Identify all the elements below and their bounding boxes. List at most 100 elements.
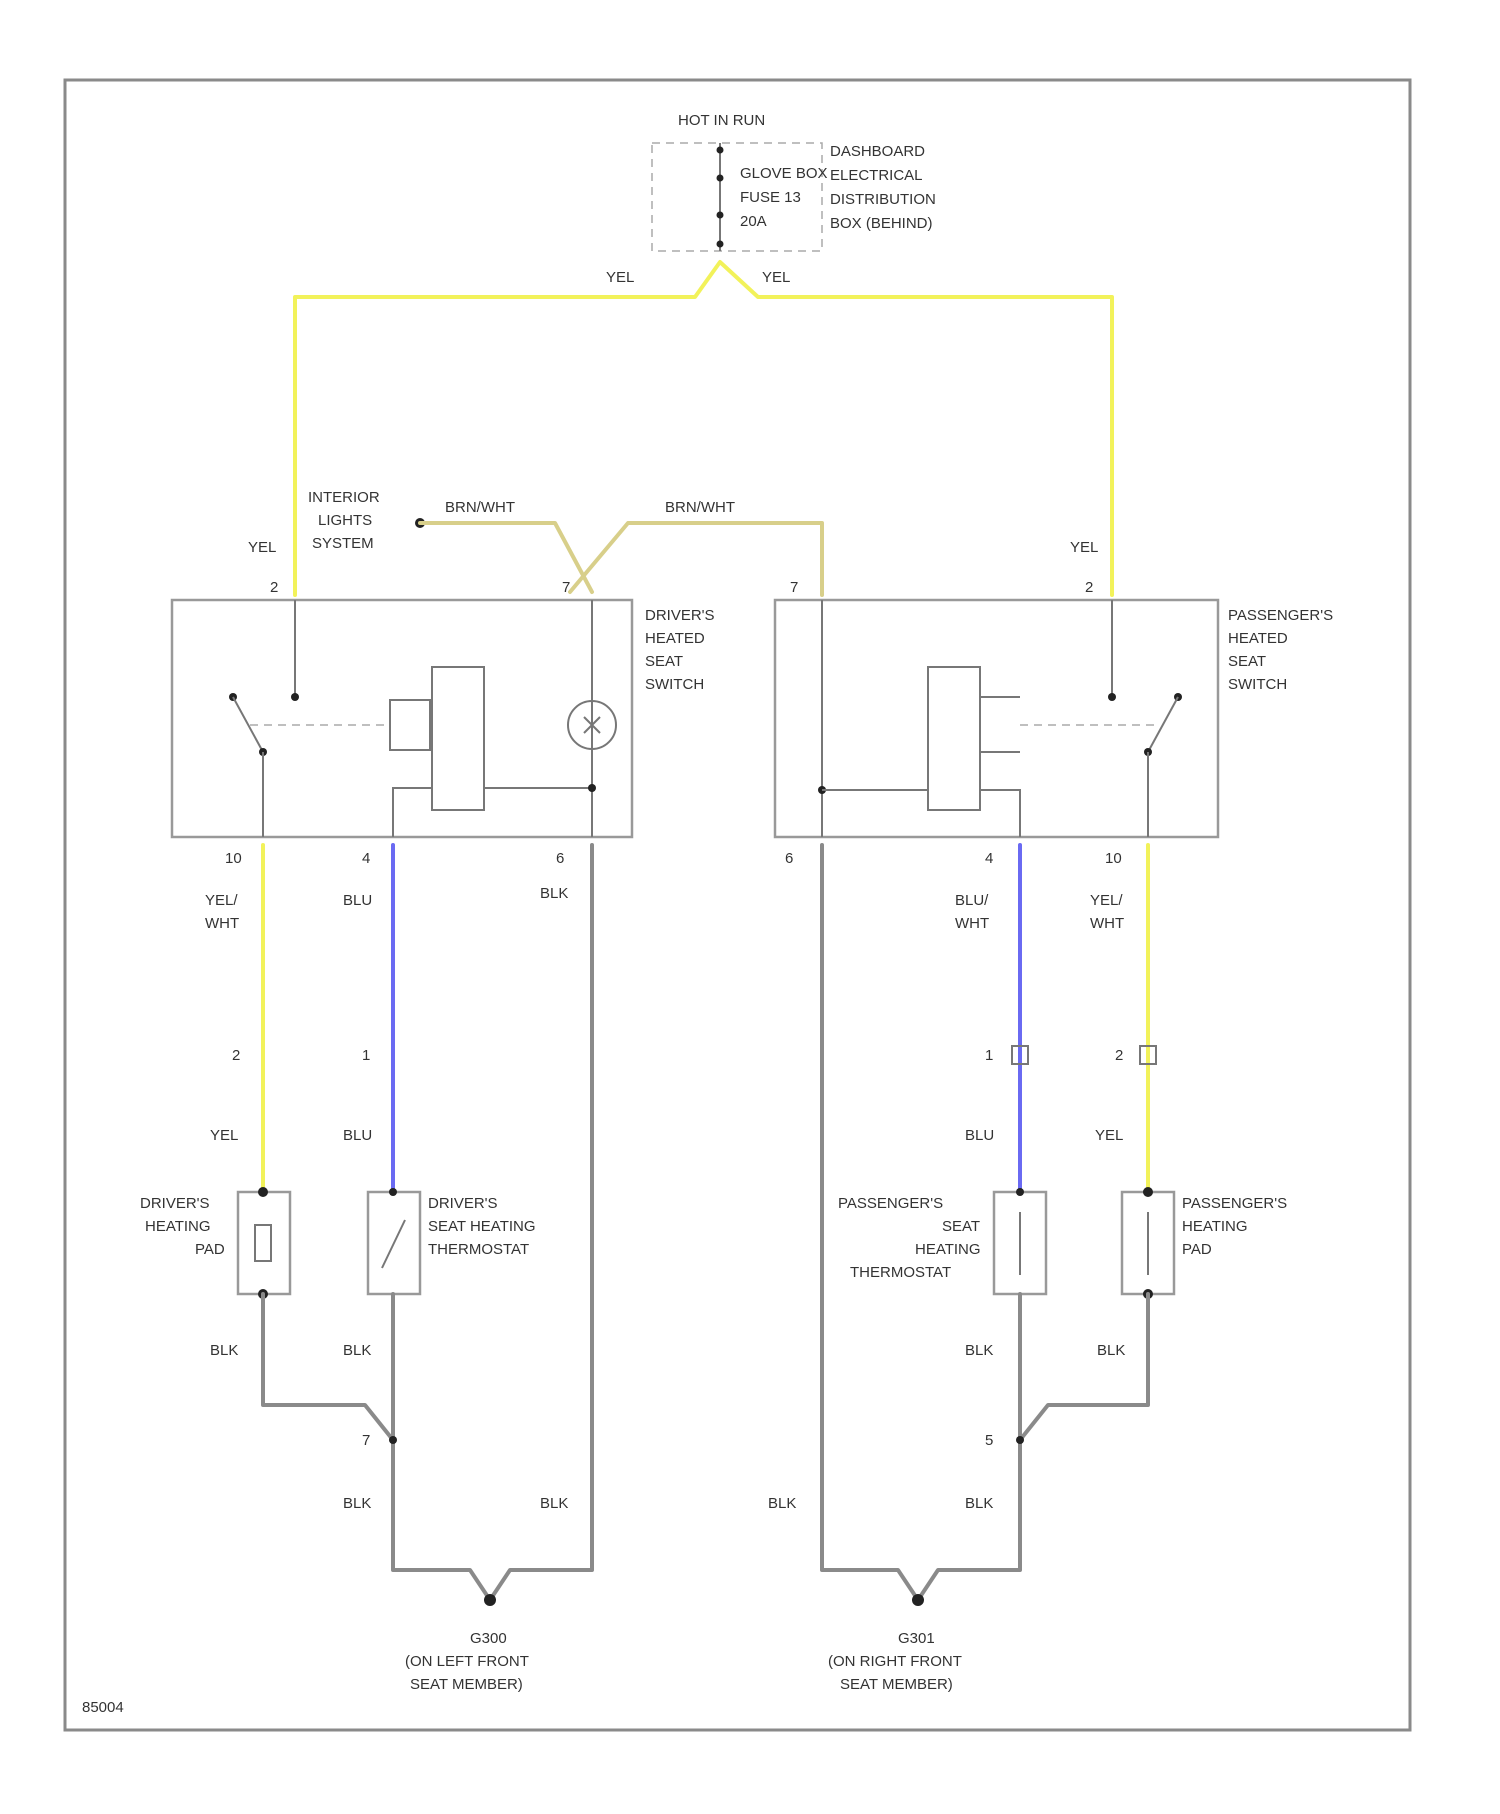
passenger-thermo-line-3: HEATING [915,1241,981,1258]
center-line-2: ELECTRICAL [830,167,923,184]
label-blk-driver-splice: BLK [343,1495,371,1512]
driver-switch-line-3: SEAT [645,653,683,670]
fuse-line-3: 20A [740,213,767,230]
passenger-pad-ground-wire [1020,1294,1148,1440]
thermostat-icon [382,1220,405,1268]
label-blk-driver-right: BLK [540,1495,568,1512]
label-yel-wht-passenger-1: YEL/ [1090,892,1123,909]
passenger-switch-line-1: PASSENGER'S [1228,607,1333,624]
label-brn-wht-2: BRN/WHT [665,499,735,516]
connector-passenger-pad: 2 [1115,1047,1123,1064]
driver-pin-6: 6 [556,850,564,867]
driver-pin-7: 7 [562,579,570,596]
label-blu-passenger: BLU [965,1127,994,1144]
label-blu-driver-upper: BLU [343,892,372,909]
label-yel-top-right: YEL [762,269,790,286]
driver-pin-4: 4 [362,850,370,867]
power-title: HOT IN RUN [678,112,765,129]
interior-line-3: SYSTEM [312,535,374,552]
driver-thermo-line-2: SEAT HEATING [428,1218,536,1235]
passenger-ground-join [822,1522,1020,1600]
ground-g301-node [912,1594,924,1606]
ground-right-line-2: (ON RIGHT FRONT [828,1653,962,1670]
label-blk-driver-switch: BLK [540,885,568,902]
driver-relay-coil [390,700,430,750]
driver-thermo-line-1: DRIVER'S [428,1195,498,1212]
label-blk-driver-thermo: BLK [343,1342,371,1359]
label-blu-wht-passenger-2: WHT [955,915,989,932]
ground-left-line-1: G300 [470,1630,507,1647]
passenger-thermo-line-1: PASSENGER'S [838,1195,943,1212]
connector-passenger-thermo: 1 [985,1047,993,1064]
driver-relay-module [432,667,484,810]
driver-switch-box [172,600,632,837]
passenger-switch-line-4: SWITCH [1228,676,1287,693]
ground-right-line-1: G301 [898,1630,935,1647]
driver-pin-10: 10 [225,850,242,867]
passenger-pin-6: 6 [785,850,793,867]
brn-wht-wire-passenger [570,523,822,595]
label-blu-wht-passenger-1: BLU/ [955,892,989,909]
yellow-feed: YEL YEL YEL YEL [248,262,1112,595]
label-brn-wht-1: BRN/WHT [445,499,515,516]
driver-pad-line-2: HEATING [145,1218,211,1235]
label-blk-passenger-splice: BLK [965,1495,993,1512]
heating-element-icon [255,1225,271,1261]
passenger-lower-circuit: BLU/ WHT YEL/ WHT 1 2 BLU YEL PASSENGER'… [768,845,1287,1693]
passenger-heated-seat-switch: 7 2 6 4 10 PASSENGER'S HEATED SEAT SWITC… [775,579,1333,867]
ground-left-line-2: (ON LEFT FRONT [405,1653,529,1670]
label-yel-driver: YEL [248,539,276,556]
label-yel-driver-pad: YEL [210,1127,238,1144]
label-yel-wht-driver-1: YEL/ [205,892,238,909]
center-line-3: DISTRIBUTION [830,191,936,208]
label-yel-passenger: YEL [1070,539,1098,556]
ground-right-line-3: SEAT MEMBER) [840,1676,953,1693]
passenger-switch-line-3: SEAT [1228,653,1266,670]
passenger-relay-module [928,667,980,810]
driver-lower-circuit: YEL/ WHT BLU BLK 2 1 YEL BLU DRIVER'S HE… [140,845,592,1693]
passenger-thermo-line-4: THERMOSTAT [850,1264,951,1281]
passenger-pin-10: 10 [1105,850,1122,867]
passenger-switch-box [775,600,1218,837]
driver-switch-line-1: DRIVER'S [645,607,715,624]
label-blk-passenger-left: BLK [768,1495,796,1512]
passenger-pin-4: 4 [985,850,993,867]
label-yel-passenger-pad: YEL [1095,1127,1123,1144]
connector-driver-pad: 2 [232,1047,240,1064]
driver-heating-pad [238,1192,290,1294]
driver-pad-line-1: DRIVER'S [140,1195,210,1212]
fuse-line-1: GLOVE BOX [740,165,828,182]
passenger-switch-line-2: HEATED [1228,630,1288,647]
passenger-pad-line-1: PASSENGER'S [1182,1195,1287,1212]
driver-pad-ground-wire [263,1294,393,1440]
interior-line-2: LIGHTS [318,512,372,529]
driver-switch-line-4: SWITCH [645,676,704,693]
fuse-line-2: FUSE 13 [740,189,801,206]
power-source: HOT IN RUN GLOVE BOX FUSE 13 20A DASHBOA… [652,112,936,251]
interior-line-1: INTERIOR [308,489,380,506]
center-line-4: BOX (BEHIND) [830,215,933,232]
label-blk-driver-pad: BLK [210,1342,238,1359]
connector-driver-thermo: 1 [362,1047,370,1064]
driver-thermo-line-3: THERMOSTAT [428,1241,529,1258]
connector-driver-ground: 7 [362,1432,370,1449]
passenger-pad-line-3: PAD [1182,1241,1212,1258]
driver-heated-seat-switch: 2 7 10 4 6 DRIVER'S HEATED SEAT SWITCH [172,579,715,867]
label-blu-driver-lower: BLU [343,1127,372,1144]
diagram-frame [65,80,1410,1730]
center-line-1: DASHBOARD [830,143,925,160]
driver-ground-join [393,1522,592,1600]
yellow-feed-wire [295,262,1112,595]
passenger-pin-7: 7 [790,579,798,596]
passenger-pin-2: 2 [1085,579,1093,596]
label-yel-wht-driver-2: WHT [205,915,239,932]
ground-left-line-3: SEAT MEMBER) [410,1676,523,1693]
ground-g300-node [484,1594,496,1606]
passenger-pad-line-2: HEATING [1182,1218,1248,1235]
label-blk-passenger-thermo: BLK [965,1342,993,1359]
label-blk-passenger-pad: BLK [1097,1342,1125,1359]
driver-pad-line-3: PAD [195,1241,225,1258]
label-yel-wht-passenger-2: WHT [1090,915,1124,932]
diagram-id: 85004 [82,1699,124,1716]
